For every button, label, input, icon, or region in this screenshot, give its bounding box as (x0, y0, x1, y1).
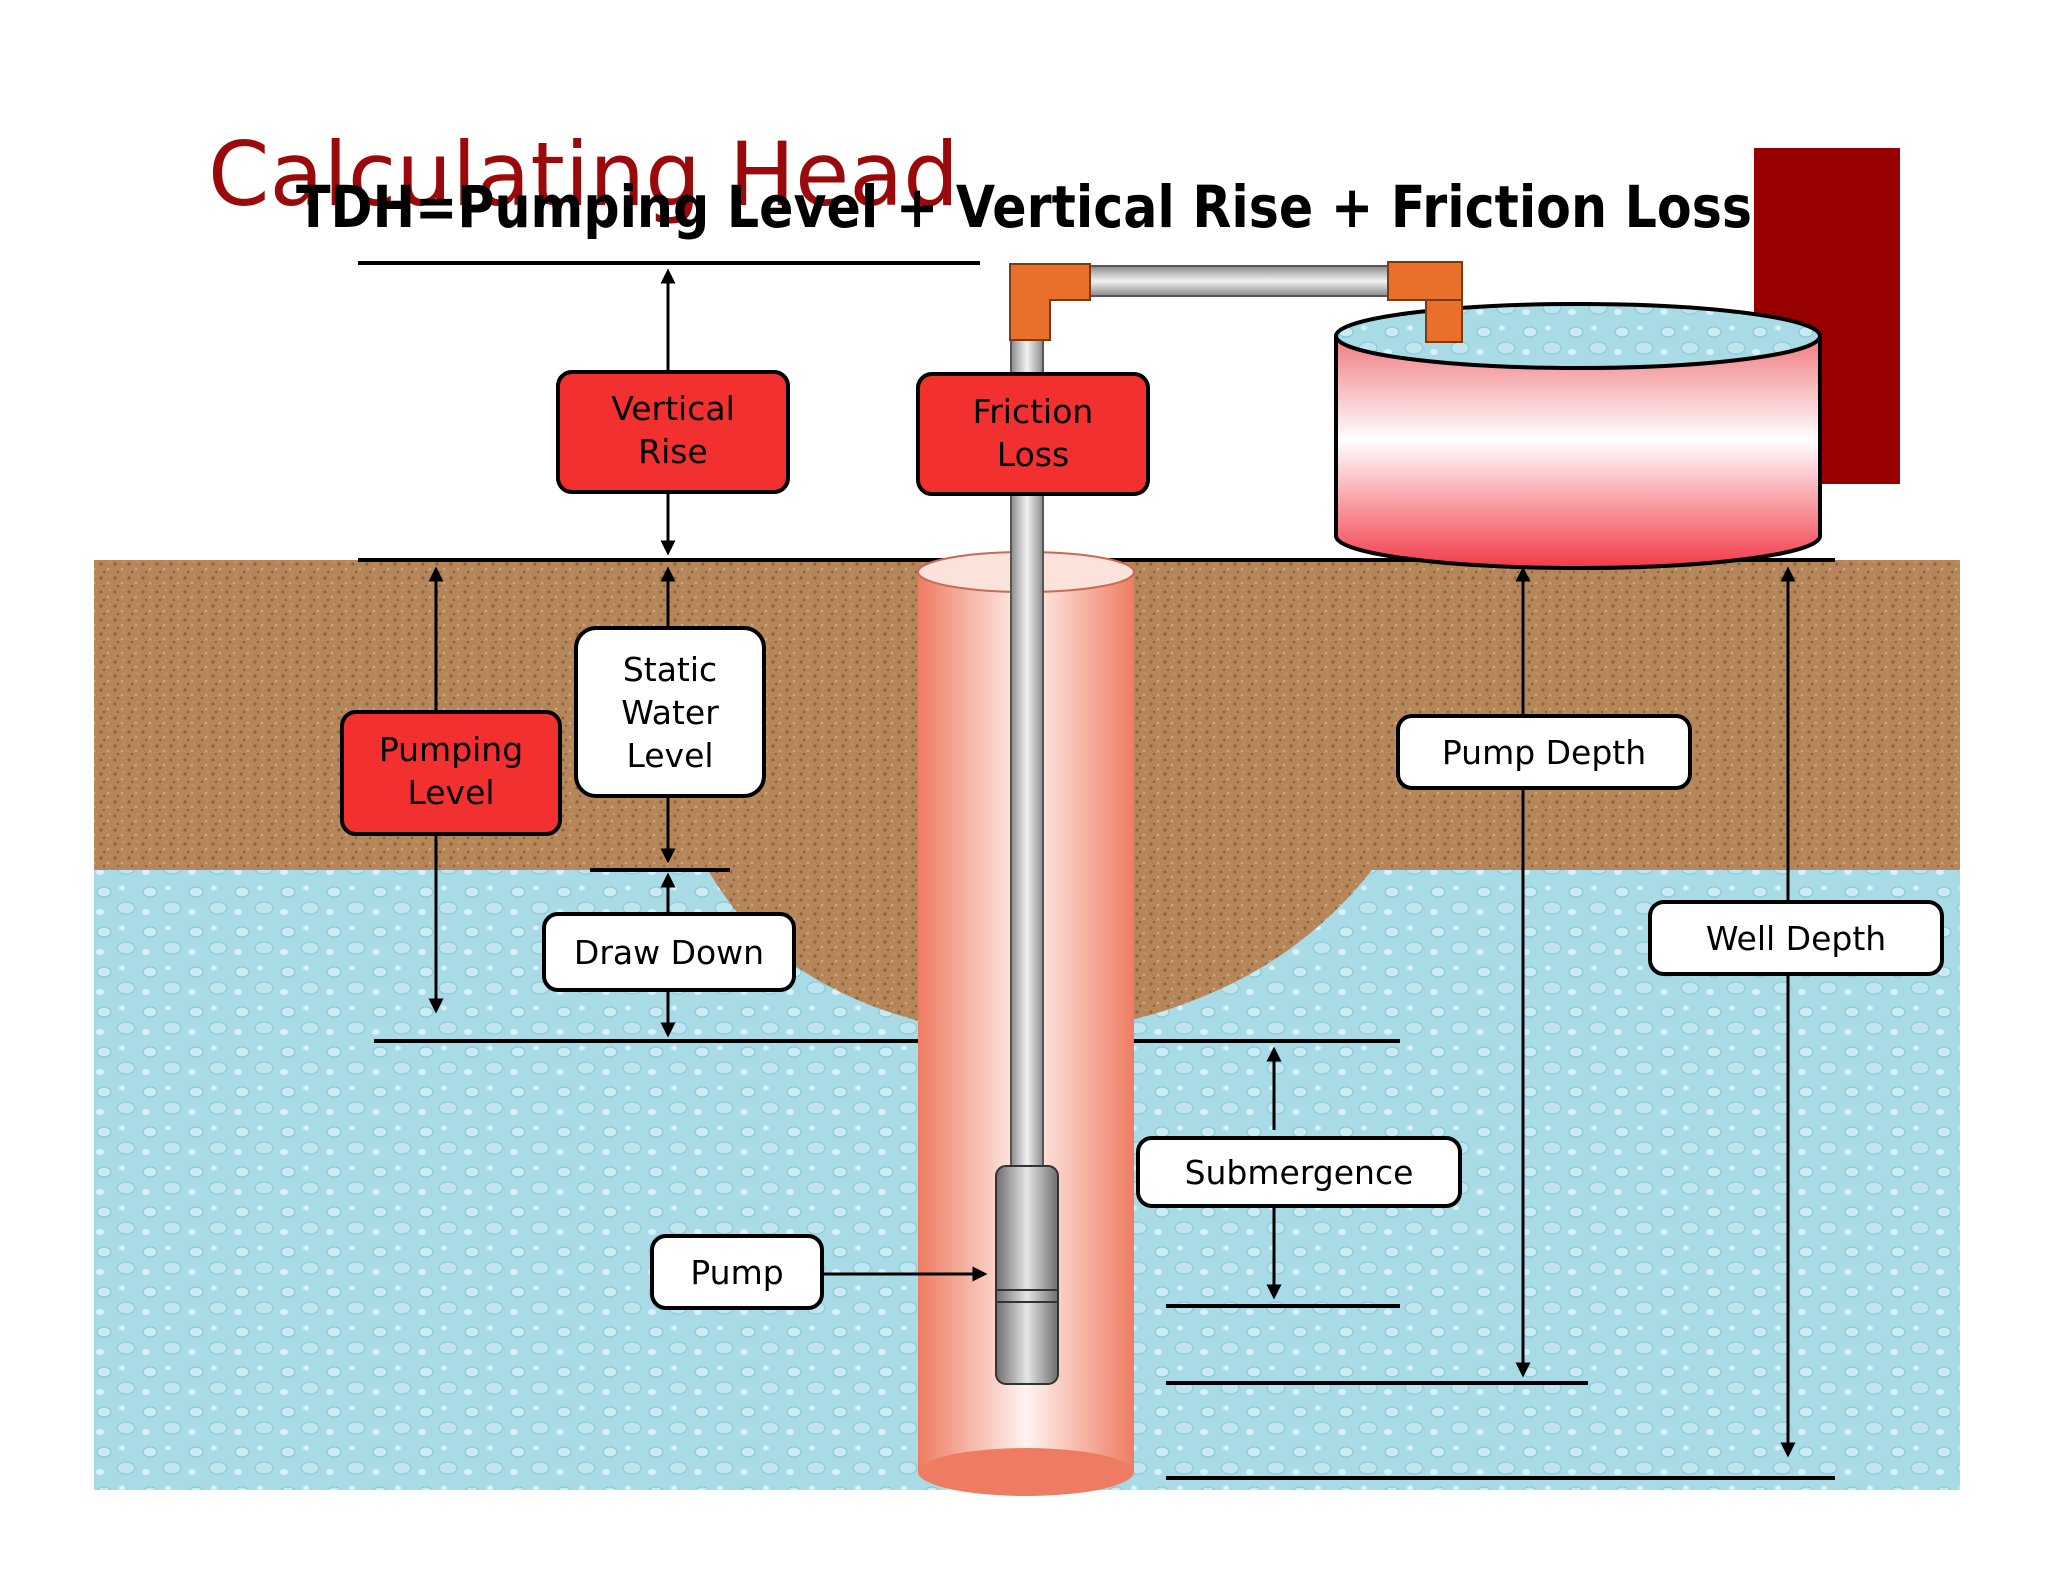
static-water-level-label: Static Water Level (574, 626, 766, 798)
pump-depth-label: Pump Depth (1396, 714, 1692, 790)
submergence-label: Submergence (1136, 1136, 1462, 1208)
horizontal-pipe (1079, 265, 1401, 297)
well-casing-bottom (918, 1448, 1134, 1496)
draw-down-label: Draw Down (542, 912, 796, 992)
static-water-level-line-3: Level (626, 736, 713, 775)
pipe-elbow-left (1009, 263, 1091, 341)
pump-body (995, 1165, 1059, 1385)
submergence-text: Submergence (1185, 1153, 1414, 1192)
vertical-rise-line-1: Vertical (611, 389, 735, 428)
pumping-level-line-2: Level (407, 773, 494, 812)
vertical-rise-label: Vertical Rise (556, 370, 790, 494)
tank-inlet (1425, 299, 1463, 343)
pump-label: Pump (650, 1234, 824, 1310)
tdh-formula: TDH=Pumping Level + Vertical Rise + Fric… (296, 173, 1752, 241)
friction-loss-line-1: Friction (973, 392, 1094, 431)
vertical-rise-line-2: Rise (638, 432, 708, 471)
pumping-level-line-1: Pumping (379, 730, 523, 769)
draw-down-text: Draw Down (574, 933, 764, 972)
well-depth-label: Well Depth (1648, 900, 1944, 976)
storage-tank (1334, 334, 1822, 570)
friction-loss-line-2: Loss (997, 435, 1069, 474)
pump-depth-text: Pump Depth (1442, 733, 1646, 772)
static-water-level-line-2: Water (621, 693, 719, 732)
tank-water-surface (1334, 302, 1822, 370)
pump-text: Pump (690, 1253, 783, 1292)
pumping-level-label: Pumping Level (340, 710, 562, 836)
static-water-level-line-1: Static (623, 650, 717, 689)
friction-loss-label: Friction Loss (916, 372, 1150, 496)
page-title: Calculating Head (208, 123, 959, 226)
well-depth-text: Well Depth (1706, 919, 1886, 958)
